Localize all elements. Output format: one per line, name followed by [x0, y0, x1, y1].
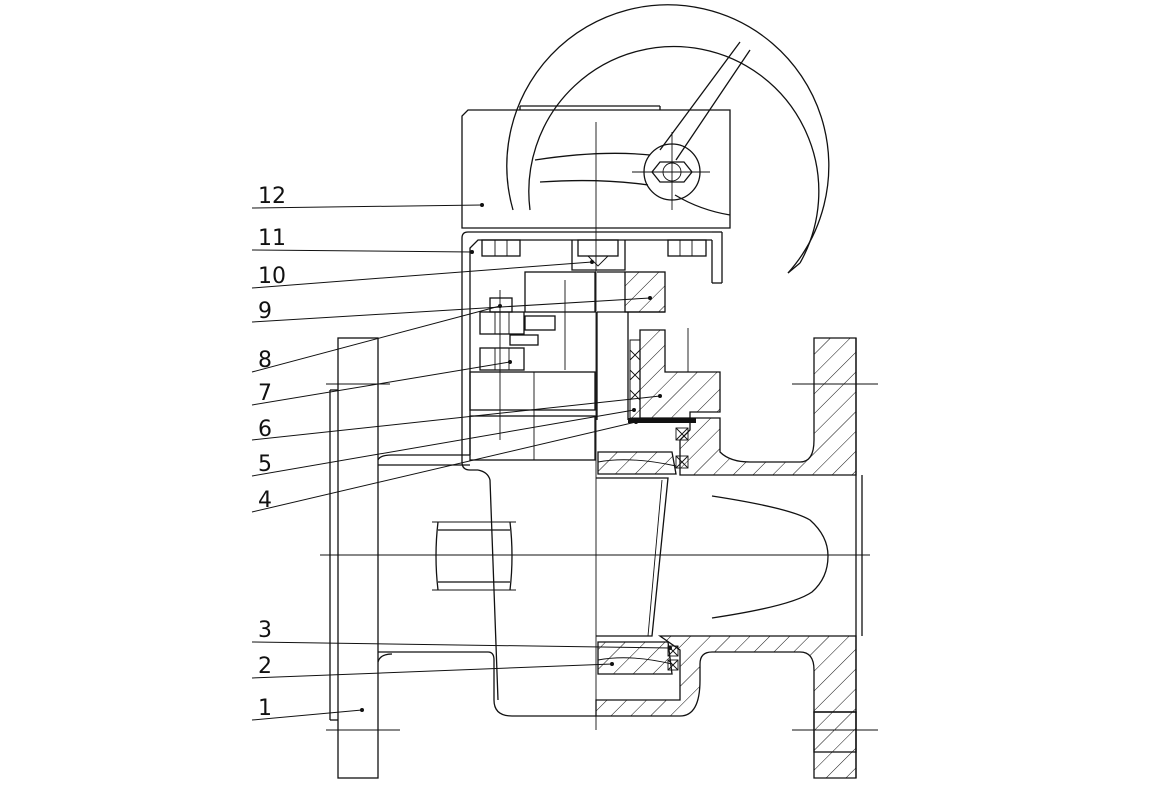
callout-11: 11 [258, 226, 286, 251]
callout-9: 9 [258, 299, 272, 324]
callout-12: 12 [258, 184, 286, 209]
callout-1: 1 [258, 696, 272, 721]
mounting-bracket [461, 231, 723, 471]
valve-body-right-section [595, 337, 878, 779]
handwheel[interactable] [506, 4, 830, 274]
callout-10: 10 [258, 264, 286, 289]
callout-2: 2 [258, 654, 272, 679]
callout-8: 8 [258, 348, 272, 373]
leader-lines [251, 204, 671, 721]
leader-dots [360, 203, 672, 712]
callout-4: 4 [258, 488, 272, 513]
callout-6: 6 [258, 417, 272, 442]
callout-7: 7 [258, 381, 272, 406]
plug [596, 427, 689, 675]
callout-5: 5 [258, 452, 272, 477]
valve-body-left [377, 454, 596, 717]
callout-3: 3 [258, 618, 272, 643]
callout-labels: 12 11 10 9 8 7 6 5 4 3 2 1 [258, 184, 286, 721]
